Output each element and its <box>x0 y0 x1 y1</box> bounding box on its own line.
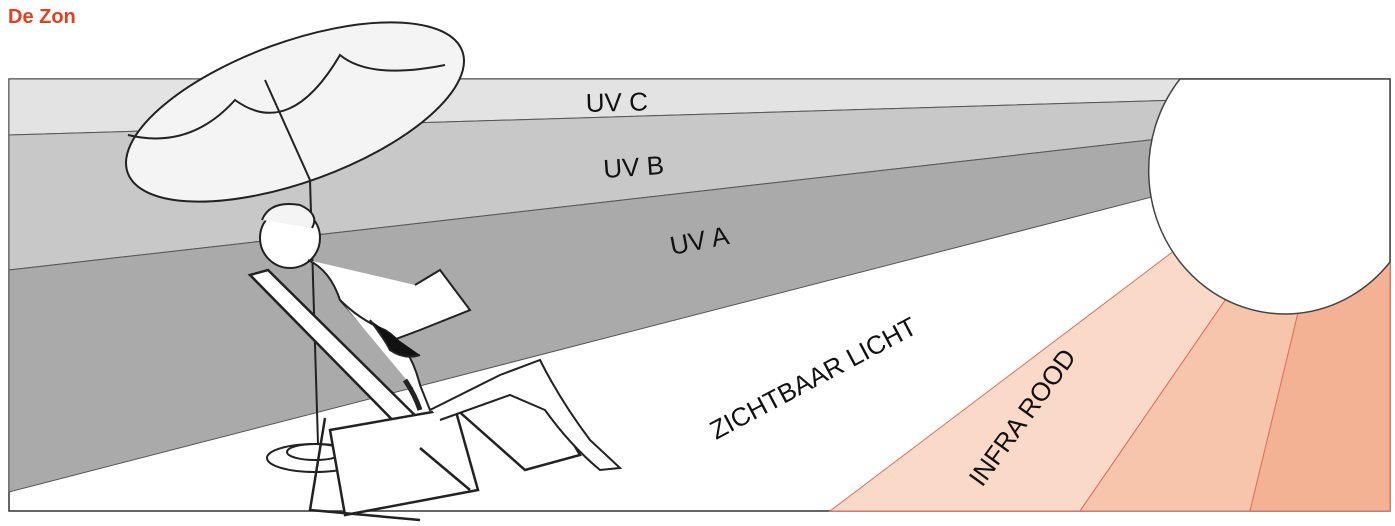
sun <box>1147 78 1391 315</box>
beach-chair <box>247 268 582 522</box>
page-title: De Zon <box>8 6 76 28</box>
uv-c-label: UV C <box>585 86 648 118</box>
uv-b-label: UV B <box>602 150 665 184</box>
sunbather <box>259 203 623 472</box>
